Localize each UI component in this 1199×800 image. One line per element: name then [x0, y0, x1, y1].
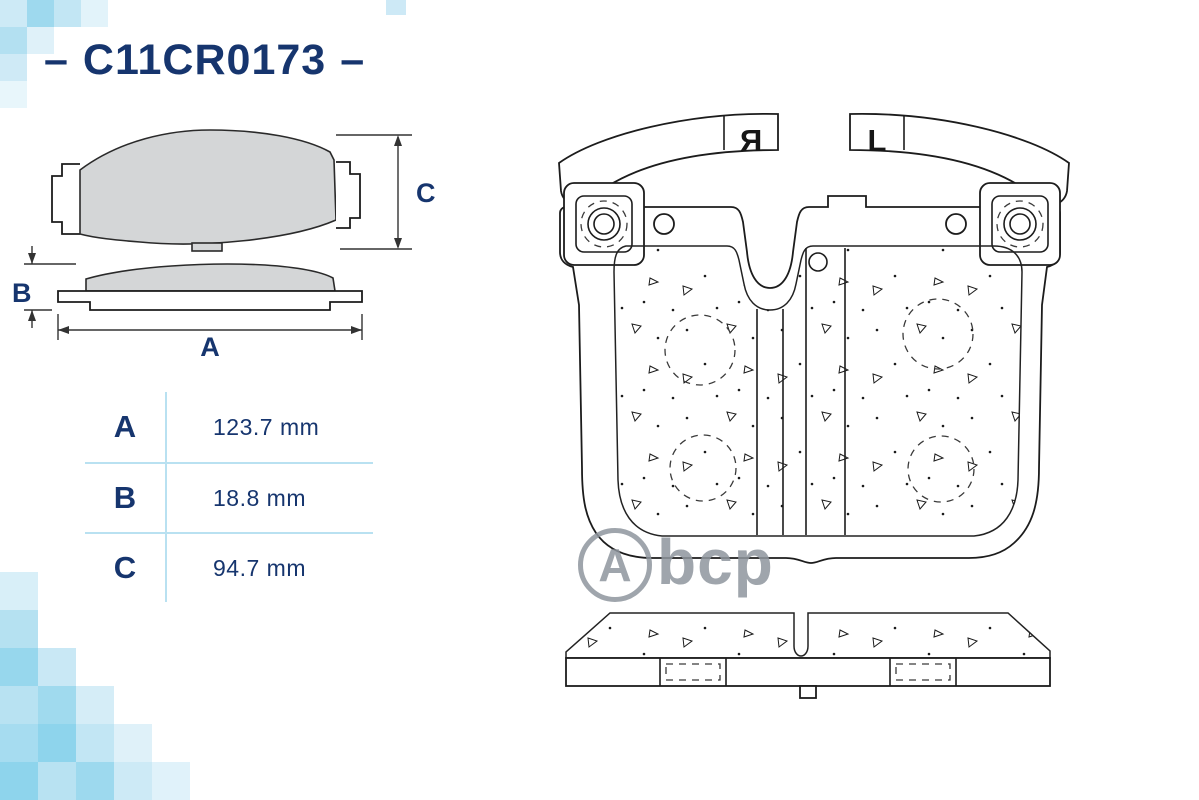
watermark-circle-letter: A [578, 528, 652, 602]
part-number: C11CR0173 [82, 36, 327, 84]
dim-value-c: 94.7 mm [213, 554, 306, 581]
right-pad-marking: R [740, 123, 762, 158]
dimension-b-label: B [12, 278, 32, 308]
pad-face-view: C [51, 129, 436, 252]
watermark-logo: A bcp [578, 528, 774, 602]
background-mosaic-bottom-left [0, 572, 190, 800]
part-number-header: – C11CR0173 – [44, 36, 365, 85]
header-dash-left: – [44, 36, 69, 84]
dim-label-c: C [113, 550, 137, 585]
dimension-a-label: A [200, 332, 220, 362]
dashed-circle [664, 314, 736, 386]
dashed-circle [907, 435, 975, 503]
center-tab [799, 685, 817, 699]
dimension-b: B [12, 246, 76, 328]
watermark-text: bcp [657, 526, 774, 598]
right-clip-shape [336, 161, 361, 229]
center-marker-circle [808, 252, 828, 272]
pad-face-shape [79, 129, 337, 245]
dim-label-a: A [113, 409, 137, 444]
left-ear [563, 182, 645, 266]
hidden-slot-left [665, 663, 721, 681]
dim-value-b: 18.8 mm [213, 484, 306, 511]
dashed-circle [669, 434, 737, 502]
plate-hole-right [945, 213, 967, 235]
header-dash-right: – [340, 36, 366, 84]
dim-value-a: 123.7 mm [213, 413, 320, 440]
backplate-edge-shape [57, 290, 363, 311]
dimension-c: C [336, 134, 436, 250]
left-pad-marking: L [868, 123, 887, 158]
friction-surface [613, 245, 1023, 537]
dimensions-table: A 123.7 mm B 18.8 mm C 94.7 mm [85, 392, 373, 602]
friction-edge-shape [85, 263, 336, 292]
backplate-strip [565, 657, 1051, 687]
hidden-slot-right [895, 663, 951, 681]
table-vertical-divider [165, 392, 167, 602]
table-row: A 123.7 mm [85, 392, 373, 462]
table-row: C 94.7 mm [85, 532, 373, 602]
pad-front-view: R L [558, 113, 1070, 564]
background-mosaic-top-left [0, 0, 406, 108]
table-row: B 18.8 mm [85, 462, 373, 532]
friction-strip [565, 612, 1051, 659]
dim-label-b: B [113, 480, 137, 515]
dashed-circle [902, 298, 974, 370]
dimension-a: A [57, 314, 363, 362]
pad-bottom-view [565, 612, 1051, 699]
pad-bottom-tab [191, 242, 223, 252]
left-clip-shape [51, 163, 80, 235]
dimension-c-label: C [416, 178, 436, 208]
pad-edge-view: B A [12, 246, 363, 362]
plate-hole-left [653, 213, 675, 235]
